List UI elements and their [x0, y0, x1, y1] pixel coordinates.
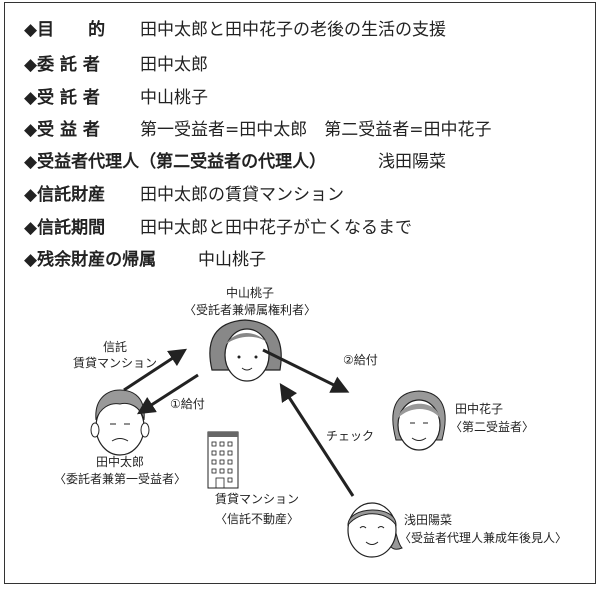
trustee-name: 中山桃子: [226, 285, 274, 300]
second-beneficiary-role: 〈第二受益者〉: [450, 420, 534, 434]
row-label: ◆受益者代理人（第二受益者の代理人）: [24, 152, 327, 172]
row-label: ◆残余財産の帰属: [24, 250, 157, 270]
trust-arrow: [123, 348, 188, 392]
row-label: ◆委 託 者: [24, 55, 100, 75]
row-value: 田中太郎の賃貸マンション: [140, 185, 344, 205]
row-value: 中山桃子: [198, 250, 266, 270]
apartment-building-icon: [207, 431, 239, 489]
settlor-name: 田中太郎: [96, 454, 144, 469]
row-label: ◆受 託 者: [24, 88, 100, 108]
row-value: 浅田陽菜: [378, 152, 446, 172]
summary-residual-property: ◆残余財産の帰属 中山桃子: [24, 250, 266, 270]
row-value: 田中太郎: [140, 55, 208, 75]
trustee-role: 〈受託者兼帰属権利者〉: [184, 302, 316, 317]
summary-beneficiary: ◆受 益 者 第一受益者=田中太郎 第二受益者=田中花子: [24, 120, 492, 140]
row-value: 第一受益者=田中太郎 第二受益者=田中花子: [140, 120, 492, 140]
check-label: チェック: [326, 429, 374, 443]
summary-settlor: ◆委 託 者 田中太郎: [24, 55, 208, 75]
agent-name: 浅田陽菜: [404, 513, 452, 527]
summary-beneficiary-agent: ◆受益者代理人（第二受益者の代理人） 浅田陽菜: [24, 152, 446, 172]
woman-avatar-icon: [209, 319, 282, 382]
woman-avatar-icon: [347, 502, 403, 558]
row-value: 田中太郎と田中花子の老後の生活の支援: [140, 20, 446, 40]
second-beneficiary-name: 田中花子: [455, 401, 503, 416]
row-value: 田中太郎と田中花子が亡くなるまで: [140, 218, 412, 238]
summary-trust-period: ◆信託期間 田中太郎と田中花子が亡くなるまで: [24, 218, 412, 238]
agent-role: 〈受益者代理人兼成年後見人〉: [399, 531, 567, 545]
summary-trustee: ◆受 託 者 中山桃子: [24, 88, 208, 108]
trust-label: 信託: [103, 339, 127, 354]
benefit2-arrow: [262, 348, 350, 393]
elderly-woman-avatar-icon: [392, 390, 446, 451]
settlor-role: 〈委託者兼第一受益者〉: [54, 471, 186, 486]
trust-property-label: 賃貸マンション: [73, 355, 157, 370]
benefit1-label: ①給付: [170, 397, 205, 411]
row-value: 中山桃子: [140, 88, 208, 108]
summary-purpose: ◆目 的 田中太郎と田中花子の老後の生活の支援: [24, 20, 446, 40]
row-label: ◆信託期間: [24, 218, 106, 238]
diagram-frame: [4, 2, 596, 584]
elderly-man-avatar-icon: [90, 389, 150, 456]
benefit2-label: ②給付: [343, 353, 378, 367]
summary-trust-property: ◆信託財産 田中太郎の賃貸マンション: [24, 185, 344, 205]
row-label: ◆目 的: [24, 20, 106, 40]
check-arrow: [279, 382, 355, 497]
benefit1-arrow: [136, 373, 199, 415]
property-name: 賃貸マンション: [215, 491, 299, 506]
row-label: ◆信託財産: [24, 185, 106, 205]
row-label: ◆受 益 者: [24, 120, 100, 140]
property-role: 〈信託不動産〉: [215, 511, 299, 526]
